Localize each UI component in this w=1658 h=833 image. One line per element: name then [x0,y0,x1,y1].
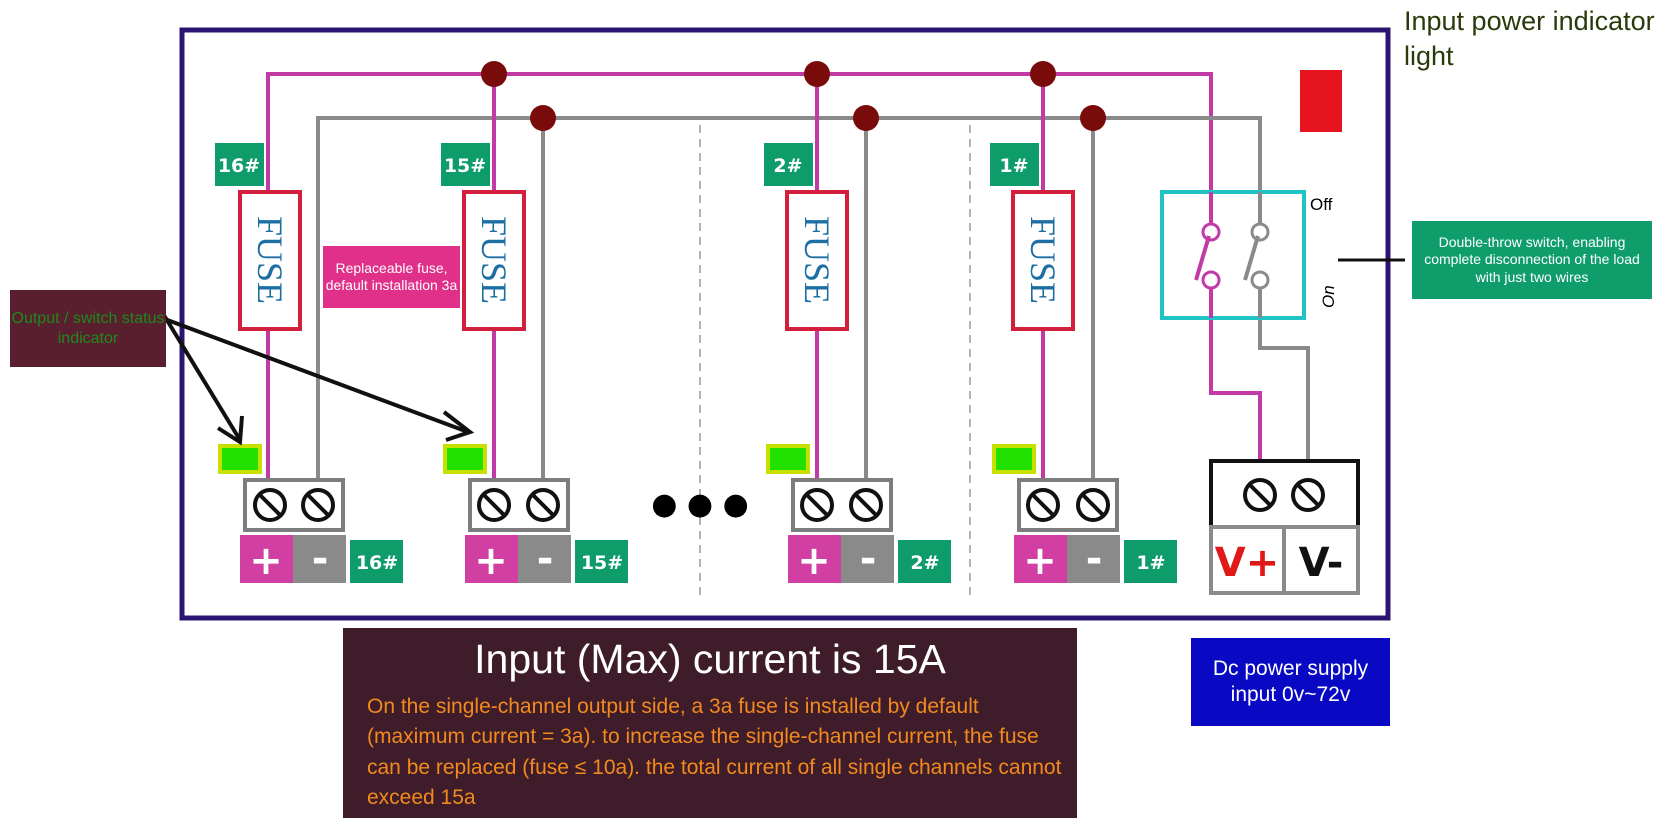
channel-tag [990,143,1039,186]
plus-pad [788,535,841,583]
channel-1: 1# FUSE + - 1# [990,143,1177,584]
channel-bottom-tag [575,540,628,583]
channel-2: 2# FUSE + - 2# [764,143,951,584]
minus-pad [518,535,571,583]
supply-terminal-block [1209,459,1360,529]
current-info-panel: Input (Max) current is 15A On the single… [343,628,1077,818]
channel-tag-label: 16# [218,155,260,177]
switch-body [1160,190,1306,320]
channel-bottom-tag [350,540,403,583]
fuse-label: FUSE [250,216,290,304]
junction-dot [481,61,507,87]
dc-supply-note-text: Dc power supply input 0v~72v [1212,656,1369,706]
channel-tag [764,143,813,186]
current-info-title: Input (Max) current is 15A [474,636,946,682]
status-arrows [160,310,475,446]
channel-ellipsis: ● ● ● [651,487,749,522]
minus-sign: - [860,536,877,582]
channel-bottom-tag [898,540,951,583]
channel-tag-label: 2# [773,155,802,177]
channel-tag [441,143,490,186]
junction-dot [1030,61,1056,87]
fuse-label: FUSE [1023,216,1063,304]
power-indicator-title: Input power indicator light [1404,6,1655,72]
channel-bottom-tag-label: 1# [1136,552,1165,574]
channel-tag-label: 1# [999,155,1028,177]
status-indicator-note-text: Output / switch status indicator [11,309,165,347]
junction-dot [1080,105,1106,131]
plus-sign: + [797,538,831,584]
double-throw-switch [1160,190,1306,320]
minus-pad [1067,535,1120,583]
fuse-label: FUSE [797,216,837,304]
channel-tag-label: 15# [444,155,486,177]
junction-dots [481,61,1106,131]
minus-sign: - [312,536,329,582]
junction-dot [530,105,556,131]
dc-supply-note: Dc power supply input 0v~72v [1191,638,1390,726]
status-led [766,444,810,474]
v-plus-label: V+ [1215,540,1279,586]
fuse [238,190,302,331]
status-indicator-note: Output / switch status indicator [10,290,166,367]
plus-pad [240,535,293,583]
fuse [462,190,526,331]
junction-dot [853,105,879,131]
replaceable-fuse-note-text: Replaceable fuse, default installation 3… [325,259,458,294]
switch-note: Double-throw switch, enabling complete d… [1412,221,1652,299]
plus-sign: + [474,538,508,584]
v-minus-label: V- [1299,540,1344,586]
replaceable-fuse-note: Replaceable fuse, default installation 3… [323,246,460,308]
switch-note-text: Double-throw switch, enabling complete d… [1424,233,1640,285]
junction-dot [804,61,830,87]
minus-sign: - [1086,536,1103,582]
minus-pad [293,535,346,583]
minus-pad [841,535,894,583]
channel-bottom-tag-label: 2# [910,552,939,574]
channel-16: 16# FUSE + - 16# [215,143,403,584]
channel-tag [215,143,264,186]
status-led [218,444,262,474]
power-indicator-light [1300,70,1342,132]
status-led [992,444,1036,474]
status-led [443,444,487,474]
channel-bottom-tag-label: 15# [581,552,623,574]
channel-bottom-tag-label: 16# [356,552,398,574]
channel-bottom-tag [1124,540,1177,583]
fuse [785,190,849,331]
channel-15: 15# FUSE + - 15# [441,143,628,584]
switch-off-label: Off [1310,195,1333,214]
fuse [1011,190,1075,331]
plus-sign: + [249,538,283,584]
plus-sign: + [1023,538,1057,584]
plus-pad [465,535,518,583]
minus-sign: - [537,536,554,582]
switch-on-label: On [1319,285,1338,308]
plus-pad [1014,535,1067,583]
dc-supply-terminal: V+ V- [1209,459,1360,595]
current-info-body: On the single-channel output side, a 3a … [367,695,1062,810]
fuse-label: FUSE [474,216,514,304]
